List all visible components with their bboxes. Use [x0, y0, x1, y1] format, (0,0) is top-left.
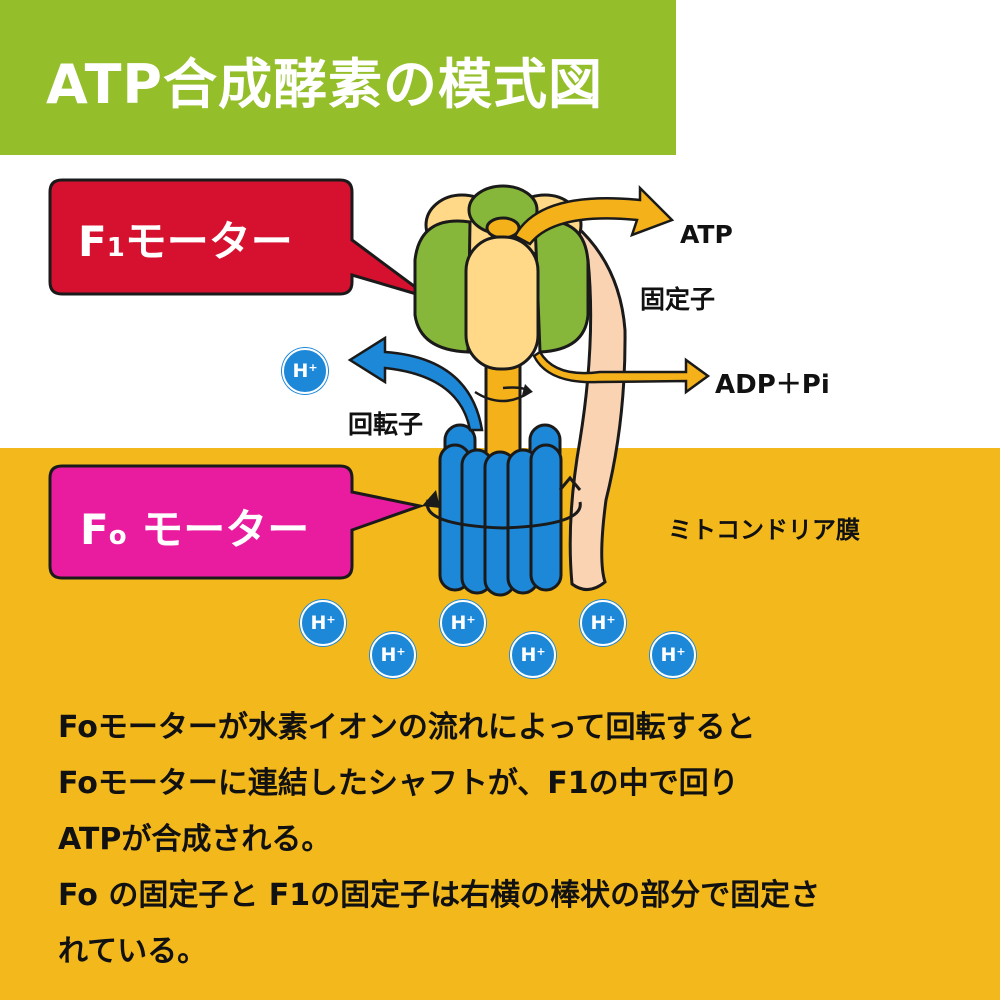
title-band: ATP合成酵素の模式図	[0, 0, 676, 155]
adp-pi-label: ADP＋Pi	[715, 370, 830, 400]
fo-rotor-c5	[529, 443, 563, 592]
fo-callout-bubble	[48, 464, 426, 580]
h-ion-charge: +	[466, 612, 476, 626]
h-ion-symbol: H	[380, 644, 397, 666]
h-ion: H+	[300, 600, 346, 646]
f1-letter: F	[78, 217, 107, 266]
shaft-rotation-arrowhead	[522, 384, 533, 395]
h-ion: H+	[440, 600, 486, 646]
rotor-label: 回転子	[348, 410, 424, 439]
h-ion: H+	[650, 632, 696, 678]
h-ion-symbol: H	[590, 612, 607, 634]
f1-subunit-right	[533, 219, 590, 354]
h-ion: H+	[282, 348, 328, 394]
atp-label: ATP	[680, 220, 733, 249]
f1-subunit-left	[413, 219, 472, 354]
description-line: れている。	[58, 934, 208, 969]
fo-motor-word: モーター	[126, 505, 310, 554]
description-text: Foモーターが水素イオンの流れによって回転すると Foモーターに連結したシャフト…	[58, 700, 978, 980]
membrane-label: ミトコンドリア膜	[668, 516, 860, 544]
h-ion: H+	[370, 632, 416, 678]
adp-pi-input-arrow	[532, 350, 711, 395]
description-line: Foモーターに連結したシャフトが、F1の中で回り	[58, 766, 739, 801]
fo-letter: F	[80, 505, 109, 554]
rotor-rotation-arrowhead	[422, 490, 440, 508]
gamma-subunit	[464, 235, 540, 371]
h-ion-symbol: H	[520, 644, 537, 666]
stator-arm	[567, 223, 627, 591]
h-ion-charge: +	[536, 644, 546, 658]
h-ion-charge: +	[606, 612, 616, 626]
h-ion-symbol: H	[660, 644, 677, 666]
f1-subscript: 1	[106, 233, 125, 263]
h-ion: H+	[510, 632, 556, 678]
atp-synthase-diagram	[48, 178, 711, 597]
fo-subscript: o	[108, 521, 127, 551]
h-ion-charge: +	[326, 612, 336, 626]
description-line: Fo の固定子と F1の固定子は右横の棒状の部分で固定さ	[58, 878, 821, 913]
fo-motor-label: Fo モーター	[80, 496, 309, 557]
description-line: Foモーターが水素イオンの流れによって回転すると	[58, 710, 756, 745]
h-ion-symbol: H	[292, 360, 309, 382]
stator-up-arrowhead	[558, 475, 582, 491]
rotor-rotation-arrow	[425, 499, 582, 530]
description-line: ATPが合成される。	[58, 822, 332, 857]
h-ion-charge: +	[308, 360, 318, 374]
stator-label: 固定子	[640, 285, 716, 314]
h-ion-symbol: H	[310, 612, 327, 634]
f1-motor-word: モーター	[124, 217, 293, 266]
h-ion: H+	[580, 600, 626, 646]
atp-output-arrow	[513, 184, 675, 246]
h-ion-symbol: H	[450, 612, 467, 634]
h-ion-charge: +	[676, 644, 686, 658]
h-ion-exit-arrow	[347, 335, 484, 432]
f1-motor-label: F1モーター	[78, 208, 293, 269]
h-ion-charge: +	[396, 644, 406, 658]
page-title: ATP合成酵素の模式図	[46, 53, 604, 116]
f1-callout-bubble	[48, 178, 431, 300]
